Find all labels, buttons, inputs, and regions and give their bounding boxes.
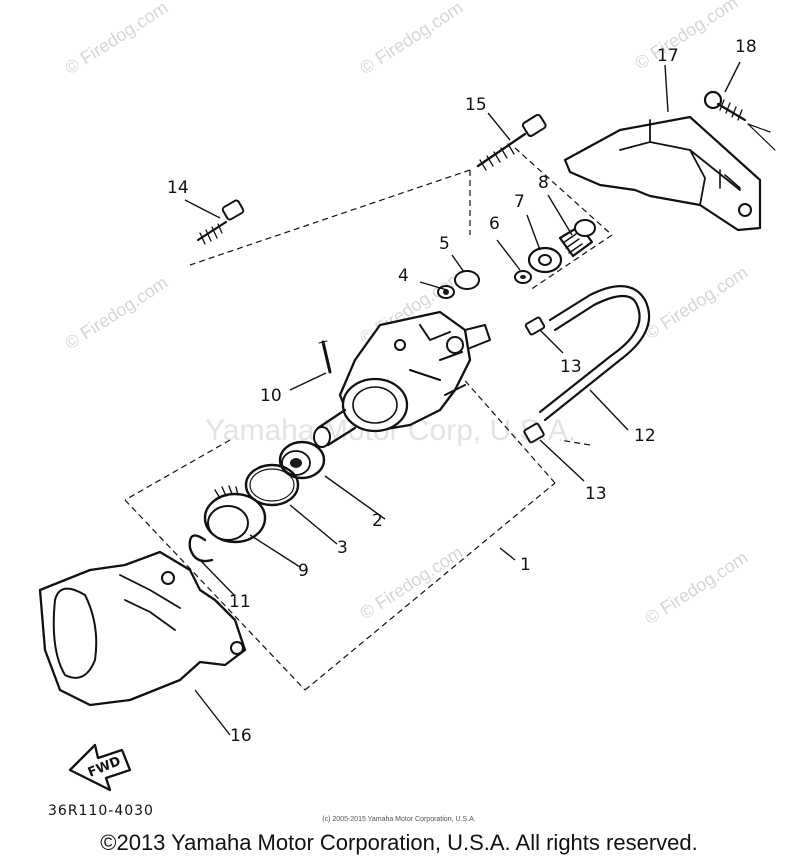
- housing-16: [38, 550, 247, 707]
- watermark: © Firedog.com: [641, 262, 751, 343]
- callout-6: 6: [489, 214, 500, 234]
- callout-7: 7: [514, 192, 525, 212]
- callout-11: 11: [229, 592, 251, 612]
- leader-lines: [184, 61, 741, 736]
- callout-1: 1: [520, 555, 531, 575]
- small-copyright-line: (c) 2005-2015 Yamaha Motor Corporation, …: [322, 816, 476, 823]
- bearing-2: [278, 440, 326, 480]
- pin-10: [318, 340, 332, 374]
- watermark: © Firedog.com: [356, 0, 466, 78]
- watermark: © Firedog.com: [356, 542, 466, 623]
- watermark: © Firedog.com: [61, 272, 171, 353]
- callout-labels: 1 2 3 4 5 6 7 8 9 10 11 12 13 13 14 15 1…: [167, 37, 757, 746]
- callout-17: 17: [657, 46, 679, 66]
- callout-4: 4: [398, 266, 409, 286]
- o-ring-3: [244, 463, 300, 507]
- clamp-13-lower: [523, 422, 545, 444]
- washer-6: [514, 270, 532, 284]
- callout-9: 9: [298, 561, 309, 581]
- hose-12: [538, 285, 651, 422]
- plug-8: [558, 219, 596, 258]
- callout-14: 14: [167, 178, 189, 198]
- fwd-arrow-icon: FWD: [68, 743, 132, 792]
- callout-2: 2: [372, 511, 383, 531]
- copyright-footer: ©2013 Yamaha Motor Corporation, U.S.A. A…: [100, 830, 698, 855]
- diagram-part-code: 36R110-4030: [48, 803, 154, 819]
- watermark-layer: © Firedog.com © Firedog.com © Firedog.co…: [61, 0, 751, 633]
- callout-3: 3: [337, 538, 348, 558]
- screw-18: [703, 90, 776, 151]
- bracket-17: [563, 115, 762, 232]
- assembly-outline: [124, 147, 613, 691]
- callout-5: 5: [439, 234, 450, 254]
- clamp-13-upper: [524, 316, 546, 336]
- bolt-14: [196, 199, 245, 245]
- pump-body-1: [313, 310, 491, 448]
- circlip-11: [188, 534, 214, 563]
- callout-13-upper: 13: [560, 357, 582, 377]
- watermark: © Firedog.com: [631, 0, 741, 73]
- callout-15: 15: [465, 95, 487, 115]
- bolt-15: [476, 113, 547, 171]
- watermark: © Firedog.com: [61, 0, 171, 78]
- watermark: © Firedog.com: [641, 547, 751, 628]
- callout-12: 12: [634, 426, 656, 446]
- nut-7: [527, 246, 563, 274]
- impeller-9: [203, 485, 267, 544]
- callout-10: 10: [260, 386, 282, 406]
- callout-16: 16: [230, 726, 252, 746]
- callout-18: 18: [735, 37, 757, 57]
- callout-8: 8: [538, 173, 549, 193]
- callout-13-lower: 13: [585, 484, 607, 504]
